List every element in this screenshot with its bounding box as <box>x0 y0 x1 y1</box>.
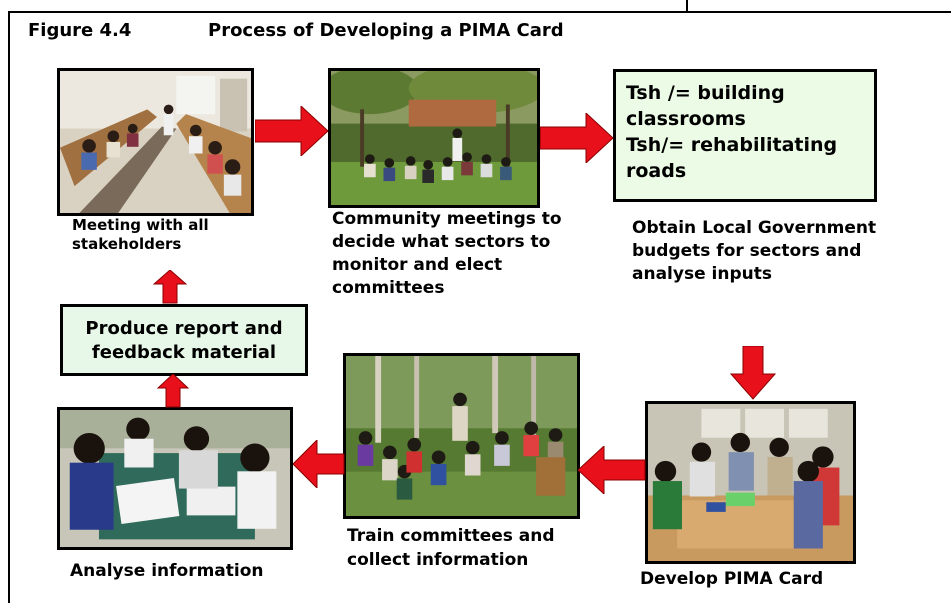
step-train-caption: Train committees and collect information <box>347 526 555 570</box>
step-analyse-caption: Analyse information <box>70 561 264 581</box>
figure-number: Figure 4.4 <box>28 20 132 41</box>
budget-line-roads: Tsh/= rehabilitating roads <box>626 134 838 182</box>
photo-analyse-information <box>57 407 293 550</box>
arrow-analyse-to-report <box>157 374 189 408</box>
photo-train-committees <box>343 353 580 519</box>
step-community-caption: Community meetings to decide what sector… <box>332 209 562 298</box>
arrow-community-to-budget <box>540 113 614 163</box>
photo-stakeholder-meeting <box>57 68 254 216</box>
arrow-report-to-meeting <box>153 270 187 304</box>
figure-frame <box>8 11 951 603</box>
photo-community-meeting <box>328 68 540 208</box>
arrow-meeting-to-community <box>255 106 329 156</box>
step-meeting-caption: Meeting with all stakeholders <box>72 216 209 253</box>
figure-title-text: Process of Developing a PIMA Card <box>208 20 564 41</box>
budget-box: Tsh /= building classrooms Tsh/= rehabil… <box>613 69 877 202</box>
arrow-develop-to-train <box>578 446 646 494</box>
arrow-budget-to-develop <box>730 346 776 400</box>
step-produce-report: Produce report and feedback material <box>60 304 308 376</box>
figure-title: Figure 4.4 Process of Developing a PIMA C… <box>28 20 564 41</box>
page-divider <box>686 0 688 12</box>
arrow-train-to-analyse <box>293 440 345 488</box>
step-develop-caption: Develop PIMA Card <box>640 569 824 589</box>
budget-line-classrooms: Tsh /= building classrooms <box>626 82 785 130</box>
photo-develop-pima-card <box>645 401 856 564</box>
step-budget-caption: Obtain Local Government budgets for sect… <box>632 218 877 284</box>
